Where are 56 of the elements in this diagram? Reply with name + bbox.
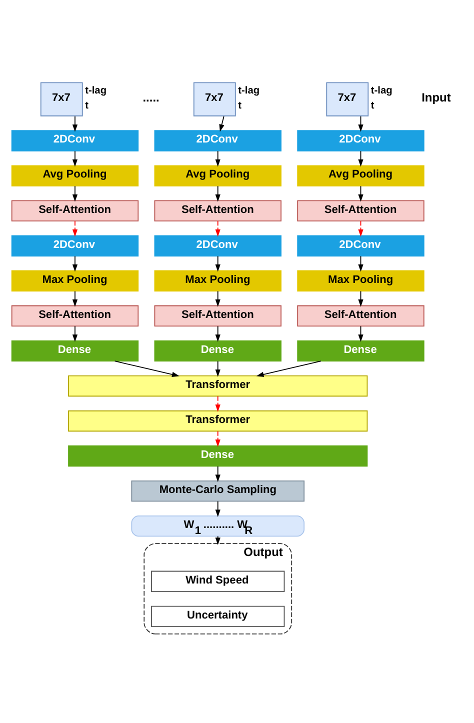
node-box: Self-Attention [154, 200, 282, 221]
node-box: 2DConv [154, 234, 282, 256]
node-box: 2DConv [154, 130, 282, 151]
arrow [114, 360, 180, 376]
node-box: 2DConv [297, 130, 424, 151]
node-box: Self-Attention [297, 304, 424, 326]
node-box: Monte-Carlo Sampling [131, 480, 305, 502]
arrow [215, 255, 220, 272]
node-box: Self-Attention [154, 304, 282, 326]
node-box: Avg Pooling [297, 164, 424, 186]
label: ..... [142, 90, 160, 104]
node-label: t-lag [370, 85, 392, 96]
node-label: t [370, 100, 374, 111]
node-box: Avg Pooling [154, 164, 282, 186]
arrow [215, 360, 220, 376]
arrow [72, 220, 78, 236]
node-box: Self-Attention [11, 304, 139, 326]
arrow [72, 185, 78, 202]
node-label: t [238, 100, 242, 111]
node-box: Dense [11, 340, 139, 362]
node-box: Dense [154, 340, 282, 362]
arrow [215, 325, 220, 342]
node-label: t-lag [238, 85, 260, 96]
node-box: Max Pooling [297, 270, 424, 291]
arrow [256, 360, 322, 376]
node-box: 2DConv [11, 130, 139, 151]
arrow [72, 325, 78, 342]
node-box: Transformer [68, 410, 368, 432]
arrow [215, 150, 220, 166]
arrow [72, 115, 78, 132]
node-box: Self-Attention [11, 200, 139, 221]
arrow [72, 290, 78, 306]
arrow [72, 150, 78, 166]
node-box: Max Pooling [154, 270, 282, 291]
node-box: Avg Pooling [11, 164, 139, 186]
node-box: Transformer [68, 374, 368, 396]
arrow [358, 220, 364, 236]
arrow [215, 395, 220, 412]
arrow [215, 465, 220, 482]
arrow [215, 500, 220, 516]
arrow [215, 220, 220, 236]
node-box: 2DConv [297, 234, 424, 256]
node-label: t [85, 100, 89, 111]
arrow [72, 255, 78, 272]
node-label: t-lag [85, 85, 107, 96]
arrow [215, 290, 220, 306]
label: Input [422, 90, 451, 104]
node-box: Uncertainty [151, 605, 285, 627]
node-box: Wind Speed [151, 570, 285, 592]
arrow [215, 430, 220, 446]
node-box: Self-Attention [297, 200, 424, 221]
node-box: Dense [297, 340, 424, 362]
node-box: Max Pooling [11, 270, 139, 291]
arrow [215, 185, 220, 202]
node-box: 2DConv [11, 234, 139, 256]
node-box: Dense [68, 444, 368, 466]
